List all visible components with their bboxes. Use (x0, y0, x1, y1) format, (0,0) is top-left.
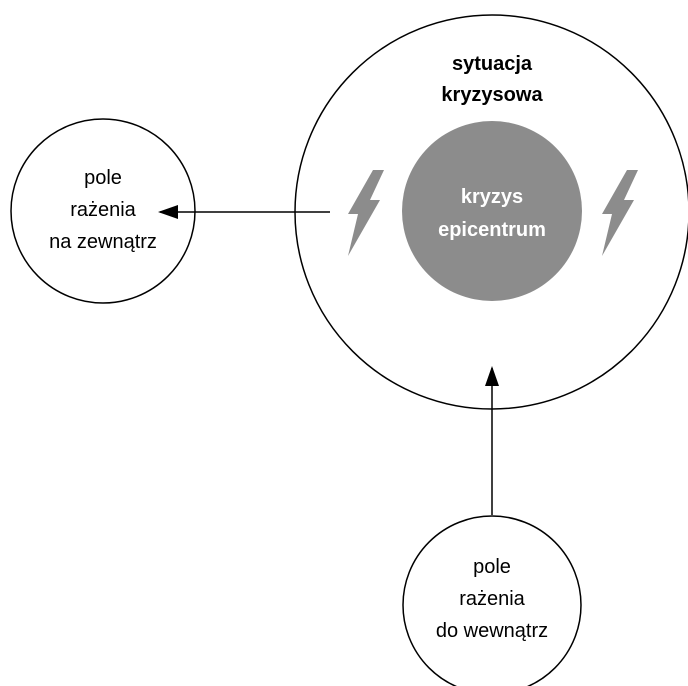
inward-field-label: pole (473, 556, 511, 578)
outward-field-label: pole (84, 167, 122, 189)
inward-field-label: do wewnątrz (436, 620, 548, 642)
epicenter-label: kryzys (461, 186, 523, 208)
inward-field-label: rażenia (459, 588, 525, 610)
outward-field-label: rażenia (70, 199, 136, 221)
epicenter-label: epicentrum (438, 219, 546, 241)
epicenter-circle (402, 121, 582, 301)
outward-field-label: na zewnątrz (49, 231, 157, 253)
inward-field-circle (402, 515, 582, 686)
crisis-situation-label: kryzysowa (441, 84, 543, 106)
lightning-icon (602, 170, 638, 256)
lightning-icon (348, 170, 384, 256)
outward-field-circle (10, 118, 196, 304)
crisis-situation-label: sytuacja (452, 53, 533, 75)
